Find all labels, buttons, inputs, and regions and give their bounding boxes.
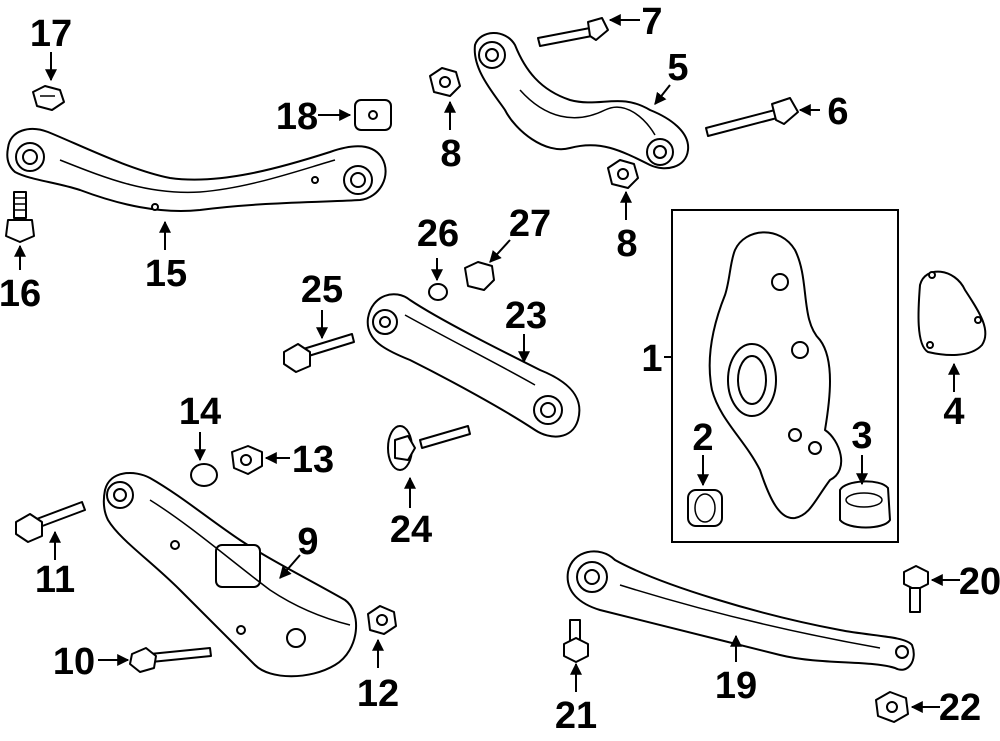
- callout-17: 17: [30, 13, 72, 55]
- part-9-trailing-arm: [102, 472, 358, 678]
- part-10-bolt: [129, 647, 212, 673]
- callout-7: 7: [641, 1, 662, 43]
- callout-3: 3: [851, 415, 872, 457]
- callout-11: 11: [35, 559, 75, 601]
- callout-5: 5: [667, 47, 688, 89]
- part-25-bolt: [283, 333, 355, 373]
- part-23-link: [366, 293, 581, 438]
- part-22-nut: [875, 691, 909, 723]
- callout-20: 20: [959, 561, 1000, 603]
- knuckle-group-box: [671, 209, 899, 543]
- callout-19: 19: [715, 665, 757, 707]
- part-12-nut: [367, 605, 397, 635]
- part-16-bolt: [5, 191, 35, 243]
- callout-1: 1: [641, 338, 662, 380]
- part-14-washer: [190, 463, 218, 487]
- part-13-nut: [231, 445, 263, 475]
- part-5-control-arm: [473, 32, 690, 170]
- part-7-bolt: [537, 17, 609, 47]
- callout-2: 2: [692, 417, 713, 459]
- callout-26: 26: [417, 213, 459, 255]
- part-11-bolt: [15, 501, 86, 543]
- leader-lines: [14, 14, 960, 713]
- callout-13: 13: [292, 439, 334, 481]
- callout-23: 23: [505, 295, 547, 337]
- part-2-bushing: [687, 489, 723, 527]
- callout-24: 24: [390, 509, 432, 551]
- callout-9: 9: [297, 521, 318, 563]
- callout-16: 16: [0, 273, 41, 315]
- callout-6: 6: [827, 91, 848, 133]
- part-6-bolt: [705, 97, 799, 137]
- part-27-nut: [464, 261, 495, 291]
- part-24-bolt: [387, 425, 471, 471]
- callout-8-lower: 8: [616, 223, 637, 265]
- callout-15: 15: [145, 253, 187, 295]
- callout-25: 25: [301, 269, 343, 311]
- part-21-bolt: [563, 619, 589, 663]
- part-8-nut-top: [429, 67, 461, 97]
- part-8-nut-lower: [607, 159, 639, 189]
- callout-18: 18: [276, 96, 318, 138]
- part-20-bolt: [903, 565, 929, 613]
- part-18-pad: [354, 99, 392, 131]
- callout-4: 4: [943, 391, 964, 433]
- part-19-lateral-link: [566, 550, 915, 671]
- part-1-knuckle: [708, 231, 843, 520]
- part-17-nut: [32, 85, 65, 111]
- callout-8-top: 8: [440, 133, 461, 175]
- part-4-plate: [917, 270, 987, 356]
- callout-14: 14: [179, 391, 221, 433]
- callout-22: 22: [939, 687, 981, 729]
- callout-10: 10: [53, 641, 95, 683]
- callout-12: 12: [357, 673, 399, 715]
- part-26-washer: [428, 283, 448, 301]
- part-15-upper-control-arm: [6, 128, 387, 212]
- callout-27: 27: [509, 203, 551, 245]
- callout-21: 21: [555, 695, 597, 737]
- part-3-bushing: [839, 480, 891, 529]
